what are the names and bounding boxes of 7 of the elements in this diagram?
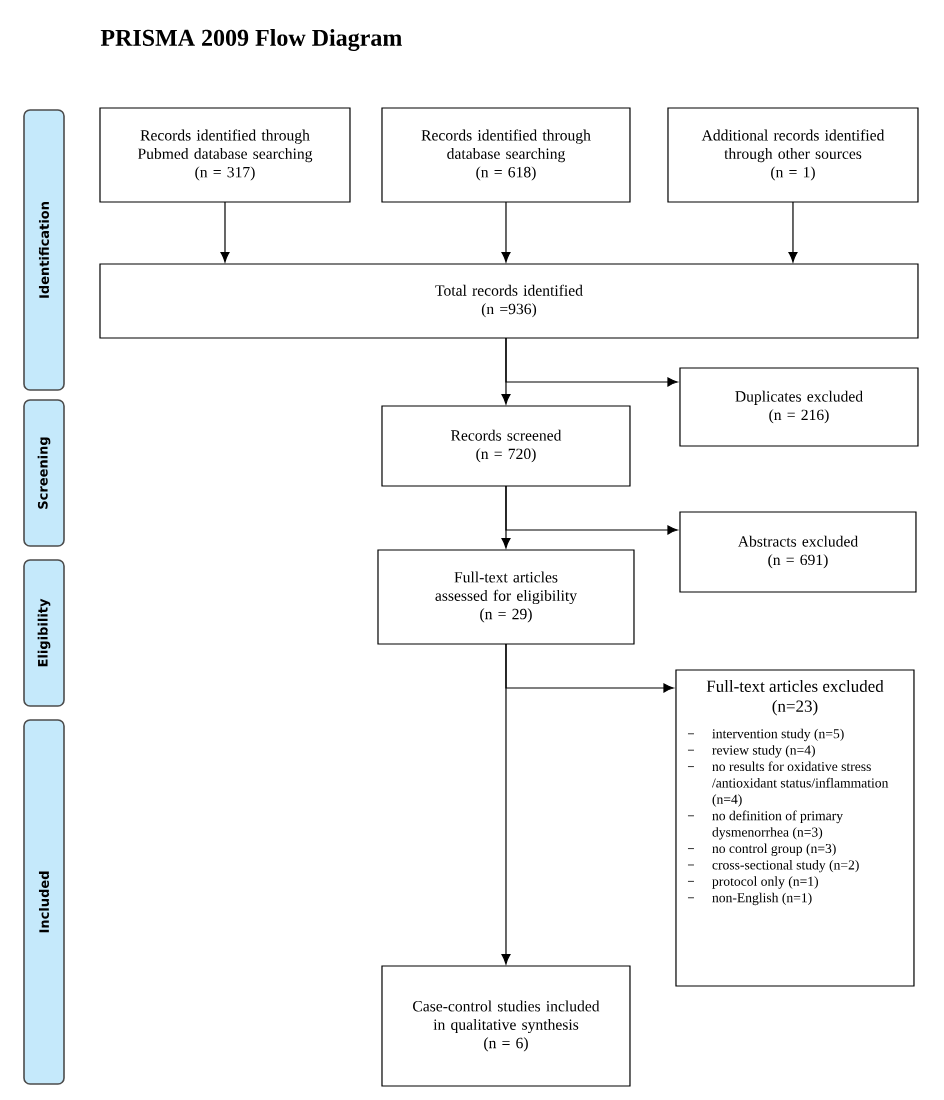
arrow: [220, 201, 230, 263]
arrow: [505, 485, 678, 535]
arrow: [501, 201, 511, 263]
arrow: [505, 337, 678, 387]
arrow: [505, 643, 674, 693]
title: PRISMA 2009 Flow Diagram: [100, 29, 402, 51]
arrow: [788, 201, 798, 263]
